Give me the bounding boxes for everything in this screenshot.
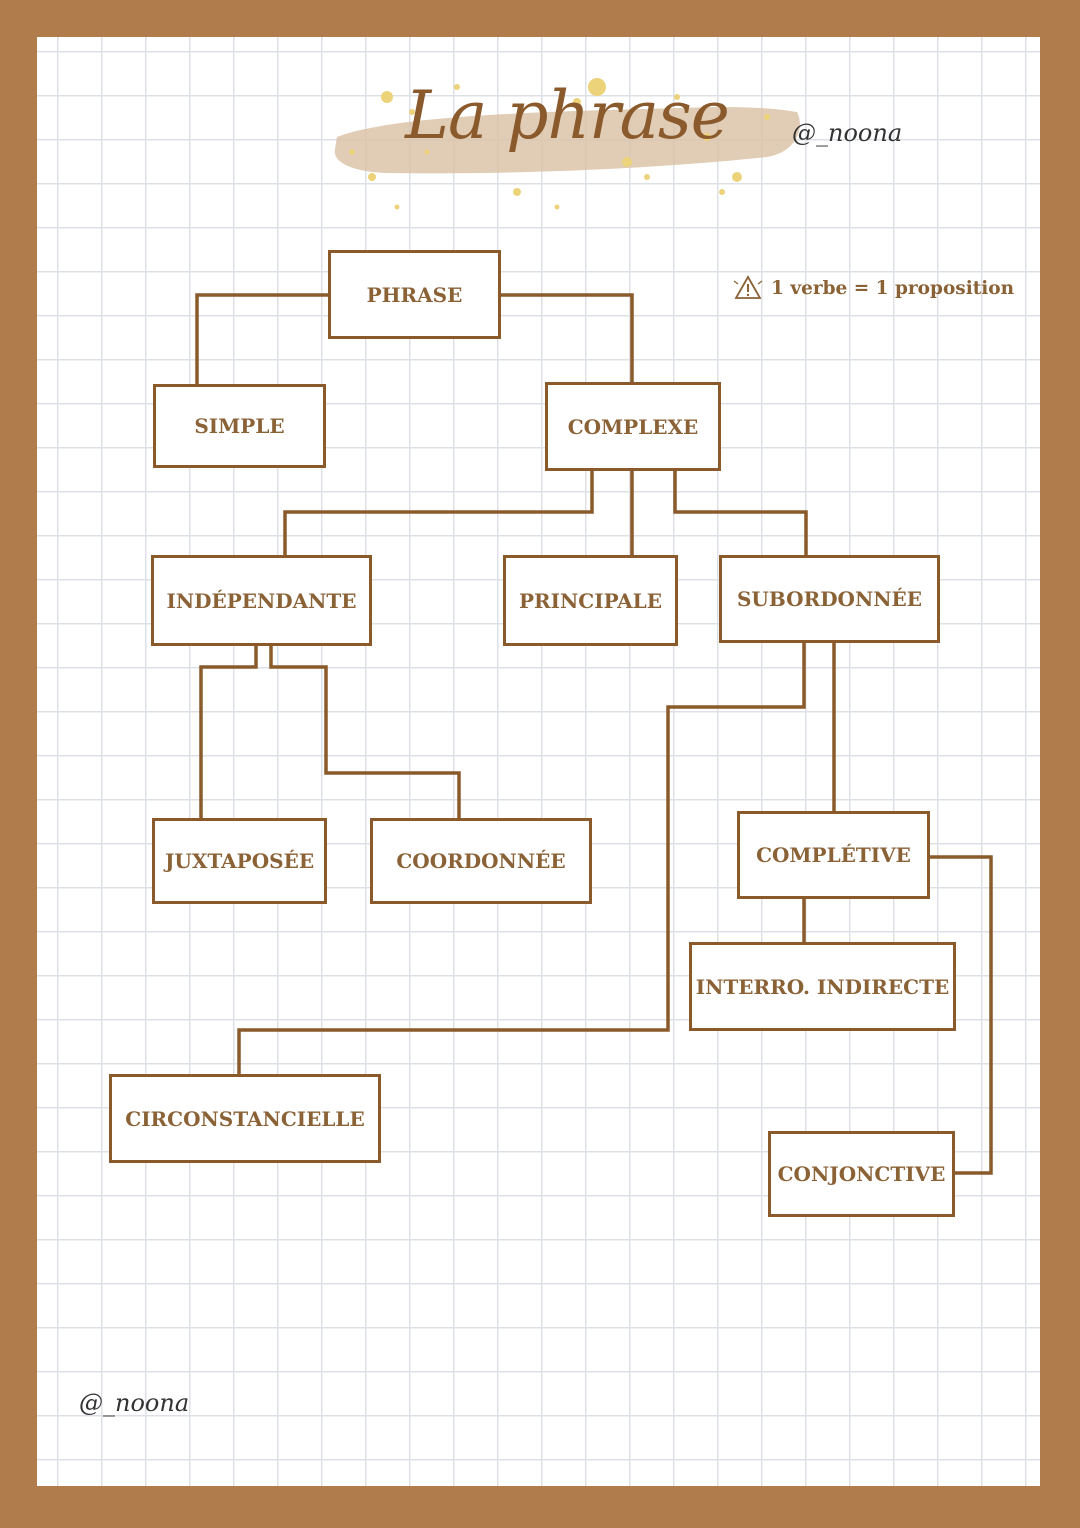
edge-complexe-independante (283, 469, 594, 557)
edge-phrase-simple (195, 293, 328, 385)
page-title: La phrase (405, 77, 730, 154)
node-independante: INDÉPENDANTE (151, 555, 372, 646)
edge-phrase-complexe (500, 293, 634, 383)
node-conjonctive: CONJONCTIVE (768, 1131, 955, 1217)
node-circonstancielle: CIRCONSTANCIELLE (109, 1074, 381, 1163)
node-subordonnee: SUBORDONNÉE (719, 555, 940, 643)
edge-complexe-subordonnee (673, 469, 808, 557)
node-phrase: PHRASE (328, 250, 501, 339)
node-completive: COMPLÉTIVE (737, 811, 930, 899)
brush-stroke-decoration (334, 78, 800, 210)
grid-paper-sheet: La phrase @_noona @_noona 1 verbe = 1 pr… (37, 37, 1040, 1486)
edge-subordonnee-circonstancielle (237, 641, 806, 1076)
warning-icon (733, 275, 763, 299)
connector-lines (195, 293, 993, 1175)
note-text: 1 verbe = 1 proposition (771, 277, 1015, 299)
title-banner: La phrase (327, 57, 807, 227)
node-interro-indirecte: INTERRO. INDIRECTE (689, 942, 956, 1031)
node-complexe: COMPLEXE (545, 382, 721, 471)
node-coordonnee: COORDONNÉE (370, 818, 592, 904)
edge-completive-conjonctive (928, 855, 993, 1175)
verb-proposition-note: 1 verbe = 1 proposition (733, 275, 1014, 301)
node-principale: PRINCIPALE (503, 555, 678, 646)
node-simple: SIMPLE (153, 384, 326, 468)
edge-independante-coordonnee (269, 644, 461, 819)
author-handle-top: @_noona (792, 119, 903, 147)
author-handle-bottom: @_noona (79, 1389, 190, 1417)
edge-independante-juxtaposee (199, 644, 258, 819)
node-juxtaposee: JUXTAPOSÉE (152, 818, 327, 904)
